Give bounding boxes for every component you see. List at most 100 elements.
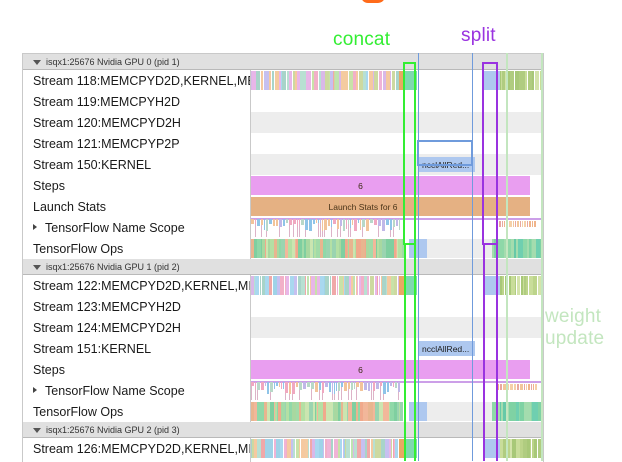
timeline-row-label[interactable]: TensorFlow Ops: [23, 238, 251, 259]
timeline-row-label-text: Stream 120:MEMCPYD2H: [33, 115, 181, 130]
timeline-bar-strip: [251, 239, 542, 258]
timeline-track[interactable]: [251, 380, 543, 401]
nccl-allreduce-bar-label: ncclAllRed...: [422, 159, 470, 170]
timeline-row-label[interactable]: Stream 123:MEMCPYH2D: [23, 296, 251, 317]
timeline-row[interactable]: Stream 118:MEMCPYD2D,KERNEL,ME: [23, 70, 543, 91]
timeline-row-label[interactable]: TensorFlow Name Scope: [23, 217, 251, 238]
annotation-weight-update: weight update: [545, 306, 604, 350]
annotation-split: split: [461, 25, 496, 46]
timeline-row-label[interactable]: TensorFlow Ops: [23, 401, 251, 422]
timeline-row[interactable]: Stream 121:MEMCPYP2P: [23, 133, 543, 154]
timeline-bar-strip: [251, 71, 542, 90]
timeline-row-label[interactable]: Stream 118:MEMCPYD2D,KERNEL,ME: [23, 70, 251, 91]
timeline-row[interactable]: Stream 150:KERNEL ncclAllRed...: [23, 154, 543, 175]
timeline-row-label-text: Stream 118:MEMCPYD2D,KERNEL,ME: [33, 73, 251, 88]
timeline-row-label[interactable]: Stream 151:KERNEL: [23, 338, 251, 359]
timeline-row[interactable]: Stream 124:MEMCPYD2H: [23, 317, 543, 338]
timeline-row-label-text: Steps: [33, 362, 65, 377]
steps-bar-label: 6: [358, 180, 363, 191]
timeline-track[interactable]: ncclAllRed...: [251, 338, 543, 359]
timeline-row-label-text: Stream 150:KERNEL: [33, 157, 152, 172]
timeline-track[interactable]: [251, 217, 543, 238]
timeline-bar-strip: [251, 276, 542, 295]
timeline-row[interactable]: Steps 6: [23, 359, 543, 380]
chevron-down-icon[interactable]: [33, 59, 41, 65]
timeline-track[interactable]: [251, 133, 543, 154]
steps-bar[interactable]: 6: [251, 176, 530, 195]
timeline-track[interactable]: [251, 401, 543, 422]
group-header-0[interactable]: isqx1:25676 Nvidia GPU 0 (pid 1): [23, 54, 543, 70]
timeline-row-label-text: TensorFlow Name Scope: [45, 383, 185, 398]
timeline-row[interactable]: Stream 122:MEMCPYD2D,KERNEL,MI: [23, 275, 543, 296]
timeline-row[interactable]: Stream 120:MEMCPYD2H: [23, 112, 543, 133]
chevron-down-icon[interactable]: [33, 264, 41, 270]
timeline-track[interactable]: 6: [251, 359, 543, 380]
launch-stats-bar[interactable]: Launch Stats for 6: [251, 197, 530, 216]
timeline-row[interactable]: Stream 123:MEMCPYH2D: [23, 296, 543, 317]
timeline-row-label-text: TensorFlow Ops: [33, 241, 124, 256]
timeline-bar-strip: [251, 218, 542, 237]
group-header-label: isqx1:25676 Nvidia GPU 2 (pid 3): [46, 424, 180, 435]
timeline-row[interactable]: Launch Stats Launch Stats for 6: [23, 196, 543, 217]
group-header-2[interactable]: isqx1:25676 Nvidia GPU 2 (pid 3): [23, 422, 543, 438]
timeline-row-label[interactable]: Stream 122:MEMCPYD2D,KERNEL,MI: [23, 275, 251, 296]
timeline-row-label[interactable]: Steps: [23, 359, 251, 380]
annotation-weight-update-line1: weight: [545, 306, 602, 327]
chevron-right-icon[interactable]: [33, 224, 37, 230]
timeline-row[interactable]: TensorFlow Ops: [23, 401, 543, 422]
trace-viewer-panel[interactable]: isqx1:25676 Nvidia GPU 0 (pid 1) Stream 1…: [22, 53, 544, 462]
group-header-label: isqx1:25676 Nvidia GPU 0 (pid 1): [46, 56, 180, 67]
orange-marker-icon: [361, 0, 385, 3]
timeline-row-label[interactable]: Stream 119:MEMCPYH2D: [23, 91, 251, 112]
timeline-row[interactable]: Steps 6: [23, 175, 543, 196]
timeline-row-label-text: Stream 122:MEMCPYD2D,KERNEL,MI: [33, 278, 251, 293]
timeline-bar-strip: [251, 402, 542, 421]
timeline-row[interactable]: TensorFlow Name Scope: [23, 380, 543, 401]
timeline-row-label-text: Stream 151:KERNEL: [33, 341, 152, 356]
timeline-row-label-text: Stream 121:MEMCPYP2P: [33, 136, 180, 151]
timeline-row-label[interactable]: Stream 121:MEMCPYP2P: [23, 133, 251, 154]
timeline-track[interactable]: [251, 91, 543, 112]
steps-bar[interactable]: 6: [251, 360, 530, 379]
timeline-row-label[interactable]: Stream 124:MEMCPYD2H: [23, 317, 251, 338]
timeline-row-label-text: Stream 119:MEMCPYH2D: [33, 94, 181, 109]
chevron-right-icon[interactable]: [33, 387, 37, 393]
timeline-row-label[interactable]: TensorFlow Name Scope: [23, 380, 251, 401]
group-header-1[interactable]: isqx1:25676 Nvidia GPU 1 (pid 2): [23, 259, 543, 275]
timeline-row-label-text: Launch Stats: [33, 199, 106, 214]
timeline-track[interactable]: [251, 70, 543, 91]
timeline-row-label-text: TensorFlow Name Scope: [45, 220, 185, 235]
timeline-row[interactable]: Stream 119:MEMCPYH2D: [23, 91, 543, 112]
nccl-allreduce-bar[interactable]: ncclAllRed...: [418, 341, 475, 356]
timeline-track[interactable]: [251, 238, 543, 259]
launch-stats-bar-label: Launch Stats for 6: [328, 201, 398, 212]
timeline-track[interactable]: [251, 112, 543, 133]
timeline-row-label[interactable]: Launch Stats: [23, 196, 251, 217]
timeline-row[interactable]: Stream 151:KERNEL ncclAllRed...: [23, 338, 543, 359]
nccl-allreduce-bar[interactable]: ncclAllRed...: [418, 157, 475, 172]
timeline-track[interactable]: [251, 275, 543, 296]
timeline-track[interactable]: Launch Stats for 6: [251, 196, 543, 217]
timeline-row-label[interactable]: Stream 120:MEMCPYD2H: [23, 112, 251, 133]
timeline-track[interactable]: [251, 438, 543, 459]
timeline-row[interactable]: TensorFlow Ops: [23, 238, 543, 259]
timeline-row-label-text: TensorFlow Ops: [33, 404, 124, 419]
chevron-down-icon[interactable]: [33, 427, 41, 433]
timeline-bar-strip: [251, 381, 542, 400]
timeline-row-label-text: Stream 126:MEMCPYD2D,KERNEL,MI: [33, 441, 251, 456]
annotation-weight-update-line2: update: [545, 328, 605, 349]
group-header-label: isqx1:25676 Nvidia GPU 1 (pid 2): [46, 261, 180, 272]
annotation-concat: concat: [333, 29, 391, 50]
timeline-track[interactable]: [251, 296, 543, 317]
timeline-row-label[interactable]: Steps: [23, 175, 251, 196]
timeline-row[interactable]: TensorFlow Name Scope: [23, 217, 543, 238]
timeline-row-label[interactable]: Stream 126:MEMCPYD2D,KERNEL,MI: [23, 438, 251, 459]
timeline-row-label-text: Stream 124:MEMCPYD2H: [33, 320, 181, 335]
timeline-row-label[interactable]: Stream 150:KERNEL: [23, 154, 251, 175]
timeline-track[interactable]: 6: [251, 175, 543, 196]
timeline-row[interactable]: Stream 126:MEMCPYD2D,KERNEL,MI: [23, 438, 543, 459]
timeline-track[interactable]: ncclAllRed...: [251, 154, 543, 175]
timeline-track[interactable]: [251, 317, 543, 338]
timeline-row-label-text: Steps: [33, 178, 65, 193]
